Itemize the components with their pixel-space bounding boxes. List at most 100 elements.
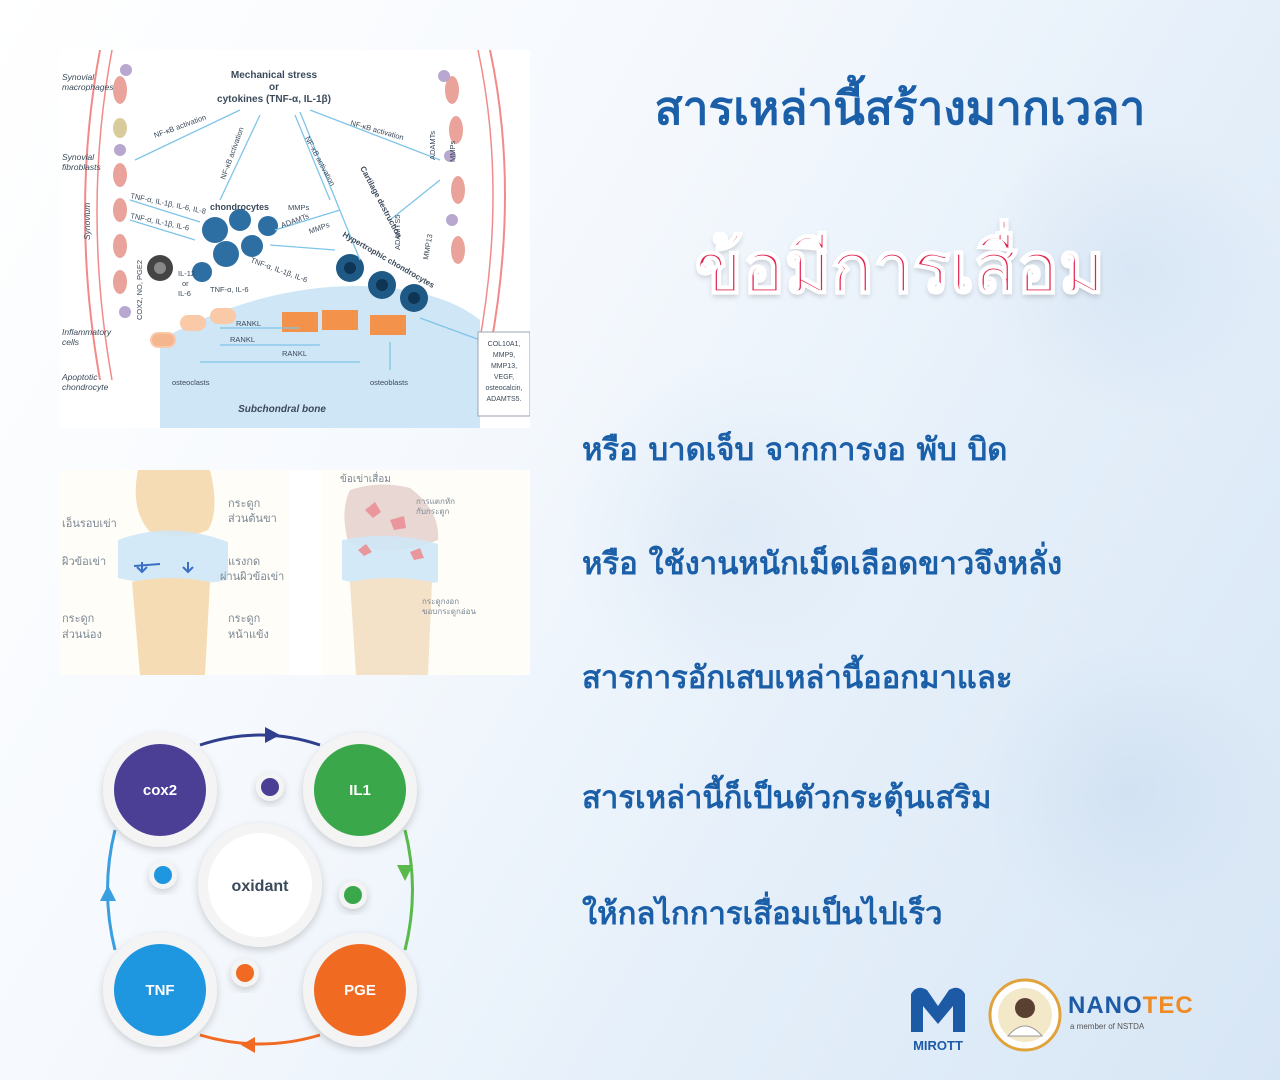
tnf-node bbox=[114, 944, 206, 1036]
knee-label: ผิวข้อเข่า bbox=[61, 556, 106, 568]
tibia-bone bbox=[132, 578, 210, 675]
background-glow bbox=[560, 360, 900, 700]
synovium-label: Synovium bbox=[82, 203, 92, 240]
knee-label: เอ็นรอบเข่า bbox=[62, 516, 117, 530]
cartilage-destruction-label: Cartilage destruction bbox=[358, 165, 404, 240]
marker-item: VEGF, bbox=[494, 374, 514, 381]
nfkb-label: NF-κB activation bbox=[303, 135, 337, 188]
arrow-bottom-head bbox=[241, 1037, 255, 1053]
background-glow bbox=[980, 120, 1280, 420]
hypertrophic-core bbox=[344, 262, 356, 274]
chondrocyte bbox=[258, 216, 278, 236]
synovial-cell bbox=[451, 236, 465, 264]
inflammatory-cells-label: Inflammatory bbox=[62, 327, 112, 337]
synovial-cell bbox=[449, 116, 463, 144]
knee-label: กระดูก bbox=[228, 498, 260, 510]
knee-label: ส่วนต้นขา bbox=[228, 513, 277, 525]
mmps-label: MMPs bbox=[288, 203, 309, 212]
title-line-1: สารเหล่านี้สร้างมากเวลา bbox=[654, 81, 1146, 135]
chondrocyte bbox=[192, 262, 212, 282]
arrow-left-head bbox=[100, 885, 116, 901]
body-line: ให้กลไกการเสื่อมเป็นไปเร็ว bbox=[582, 896, 943, 932]
knee-label: ผ่านผิวข้อเข่า bbox=[220, 571, 284, 583]
mirott-logo: MIROTT bbox=[903, 980, 973, 1060]
nanotec-tec: TEC bbox=[1142, 992, 1194, 1019]
synovial-cell bbox=[113, 198, 127, 222]
synovial-fibroblasts-label-2: fibroblasts bbox=[62, 162, 101, 172]
nanotec-nano: NANO bbox=[1068, 992, 1143, 1019]
pathway-svg: Mechanical stress or cytokines (TNF-α, I… bbox=[61, 49, 531, 428]
arrow-top bbox=[199, 733, 321, 747]
nfkb-label: NF-κB activation bbox=[349, 118, 404, 142]
synovial-cell bbox=[113, 163, 127, 187]
marker-item: osteocalcin, bbox=[486, 385, 523, 392]
femur-bone bbox=[135, 470, 215, 537]
synovium-line-left bbox=[84, 49, 101, 381]
osteoblast bbox=[282, 312, 318, 332]
macrophage-cell bbox=[438, 70, 450, 82]
macrophage-cell bbox=[119, 306, 131, 318]
hypertrophic-core bbox=[376, 279, 388, 291]
synovial-macrophages-label: Synovial bbox=[62, 72, 95, 82]
arrow-right bbox=[403, 829, 414, 951]
pge-node bbox=[314, 944, 406, 1036]
background-glow bbox=[980, 640, 1280, 940]
chondrocyte bbox=[202, 217, 228, 243]
chondrocyte bbox=[213, 241, 239, 267]
arrow-right-head bbox=[397, 865, 413, 881]
markers-box bbox=[477, 331, 531, 417]
damaged-label: ขอบกระดูกอ่อน bbox=[422, 607, 476, 617]
knee-illustrations: เอ็นรอบเข่า ผิวข้อเข่า กระดูก ส่วนน่อง ก… bbox=[60, 470, 530, 675]
osteoclast bbox=[210, 308, 236, 324]
damaged-title: ข้อเข่าเสื่อม bbox=[340, 471, 391, 485]
subchondral-label: Subchondral bone bbox=[238, 404, 326, 415]
tnf-label: TNF bbox=[145, 982, 174, 999]
dot-green bbox=[344, 886, 362, 904]
knee-label: กระดูก bbox=[62, 613, 94, 625]
apoptotic-label-2: chondrocyte bbox=[62, 382, 109, 392]
osteoclast bbox=[152, 334, 174, 346]
il6-label: IL-6 bbox=[178, 289, 191, 298]
title-line-2: ข้อมีการเสื่อม bbox=[694, 226, 1106, 310]
damaged-label: กับกระดูก bbox=[416, 507, 450, 517]
inflammation-cycle: cox2 IL1 PGE TNF oxidant bbox=[95, 725, 425, 1055]
macrophage-cell bbox=[120, 64, 132, 76]
damage-spots bbox=[358, 502, 424, 560]
rankl-label: RANKL bbox=[230, 335, 255, 344]
marker-item: MMP13, bbox=[491, 363, 517, 370]
or-label: or bbox=[182, 279, 189, 288]
doctor-seal-logo bbox=[988, 978, 1062, 1052]
chondrocyte bbox=[229, 209, 251, 231]
rankl-label: RANKL bbox=[236, 319, 261, 328]
oxidant-node bbox=[208, 833, 312, 937]
osteoblast bbox=[322, 310, 358, 330]
osteoblasts-label: osteoblasts bbox=[370, 378, 408, 387]
cox2-label: cox2 bbox=[143, 782, 177, 799]
pge-label: PGE bbox=[344, 982, 376, 999]
damaged-label: การแตกหัก bbox=[416, 497, 455, 506]
stress-title-3: cytokines (TNF-α, IL-1β) bbox=[217, 94, 331, 105]
nanotec-wordmark: NANOTEC bbox=[1068, 992, 1194, 1020]
adamts5-label: ADAMTS5 bbox=[393, 215, 402, 250]
cox2-node bbox=[114, 744, 206, 836]
osteoclast bbox=[180, 315, 206, 331]
knee-label: กระดูก bbox=[228, 613, 260, 625]
mmps-label: MMPs bbox=[448, 141, 457, 162]
il1-label: IL1 bbox=[349, 782, 371, 799]
body-line: หรือ ใช้งานหนักเม็ดเลือดขาวจึงหลั่ง bbox=[582, 546, 1063, 582]
inflammatory-cells-label-2: cells bbox=[62, 337, 80, 347]
oa-pathway-diagram: Mechanical stress or cytokines (TNF-α, I… bbox=[60, 49, 531, 428]
marker-item: ADAMTS5. bbox=[486, 396, 521, 403]
synovium-line-right-inner bbox=[477, 49, 494, 351]
joint-capsule bbox=[118, 530, 228, 585]
rankl-label: RANKL bbox=[282, 349, 307, 358]
mirott-mark-icon bbox=[911, 987, 965, 1032]
osteoblast bbox=[370, 315, 406, 335]
body-line: หรือ บาดเจ็บ จากการงอ พับ บิด bbox=[582, 432, 1008, 468]
mirott-text: MIROTT bbox=[913, 1038, 963, 1053]
knee-label: หน้าแข้ง bbox=[228, 629, 269, 641]
macrophage-cell bbox=[114, 144, 126, 156]
osteoclasts-label: osteoclasts bbox=[172, 378, 210, 387]
il12-label: IL-12 bbox=[178, 269, 195, 278]
damaged-femur bbox=[344, 484, 439, 551]
